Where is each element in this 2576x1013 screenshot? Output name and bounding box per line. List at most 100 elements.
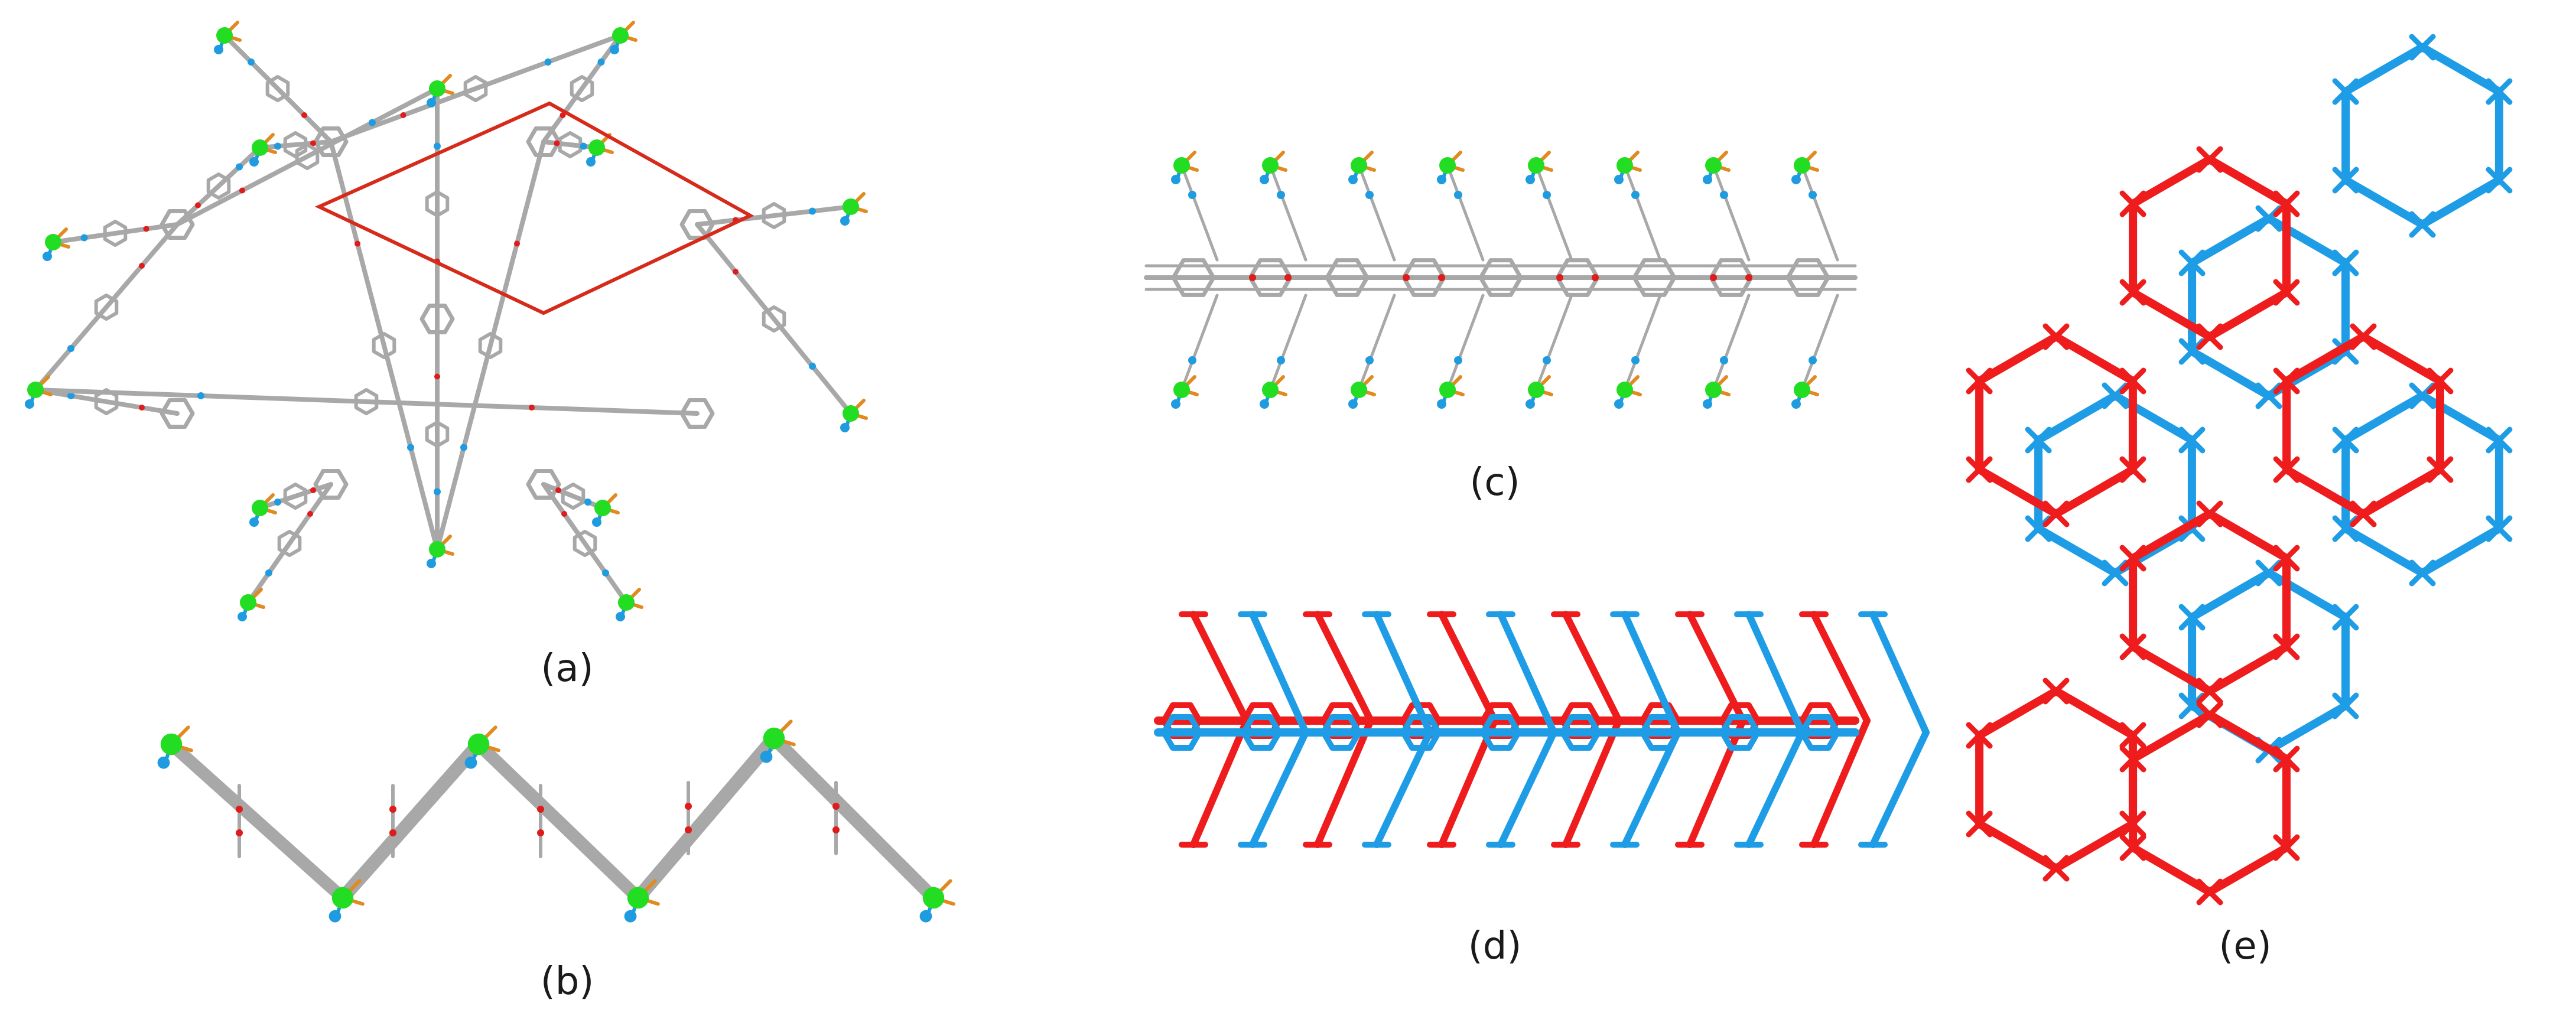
oxygen-atom (143, 226, 149, 232)
metal-atom (252, 500, 268, 516)
vertex-cross (2119, 722, 2146, 749)
metal-atom (1616, 382, 1633, 398)
ligand-arm (1269, 294, 1307, 392)
nitrogen-atom (1454, 191, 1462, 199)
pyridyl-ring (94, 388, 119, 415)
core-ring (313, 469, 349, 500)
pyridyl-ring (295, 143, 320, 170)
nitrogen-atom (157, 756, 170, 769)
nitrogen-atom (1348, 399, 1358, 409)
ligand-strand (470, 742, 633, 900)
nitrogen-atom (1365, 356, 1374, 364)
ligand-strand (776, 737, 939, 900)
vertex-cross (2119, 834, 2146, 861)
nitrogen-atom (616, 612, 625, 621)
nitrogen-atom (25, 399, 34, 409)
ligand-arm (1712, 164, 1751, 262)
metal-atom (160, 733, 183, 755)
oxygen-atom (832, 803, 840, 810)
nitrogen-atom (809, 363, 816, 370)
nitrogen-atom (610, 45, 619, 54)
vertex-cross (1966, 367, 1993, 395)
ligand-arm (33, 222, 180, 392)
red-hexagon (1975, 687, 2137, 872)
vertex-cross (2273, 367, 2300, 395)
nitrogen-atom (1703, 399, 1712, 409)
nitrogen-atom (1614, 175, 1624, 184)
ligand-strand (769, 737, 932, 900)
pyridyl-ring (425, 190, 450, 217)
ligand-strand (337, 742, 477, 900)
ligand-strand (640, 737, 779, 900)
chain-framework (157, 719, 955, 923)
ligand-strand (473, 742, 636, 900)
panel-c-structure (1144, 151, 1858, 409)
ligand-arm (1190, 611, 1250, 724)
ligand-strand (484, 742, 647, 900)
vertex-cross (2409, 559, 2436, 587)
ligand-strand (334, 742, 473, 900)
ligand-arm (328, 139, 440, 552)
vertex-cross (2427, 456, 2454, 483)
metal-atom (588, 139, 605, 156)
oxygen-atom (236, 829, 243, 836)
nitrogen-atom (1703, 175, 1712, 184)
metal-atom (27, 382, 44, 398)
ligand-strand (177, 742, 352, 900)
ligand-arm (695, 222, 853, 416)
ligand-arm (1562, 717, 1622, 848)
aromatic-ring (1785, 258, 1830, 297)
nitrogen-atom (274, 142, 281, 150)
pyridyl-ring (103, 220, 128, 247)
metal-atom (240, 594, 256, 611)
ligand-arm (1686, 611, 1746, 724)
metal-atom (1528, 157, 1544, 174)
pyridyl-ring (94, 294, 119, 321)
channel-framework (1144, 151, 1858, 409)
vertex-cross (2332, 604, 2359, 631)
ligand-arm (1621, 611, 1681, 736)
pyridyl-ring (573, 530, 597, 557)
unit-cell (314, 101, 754, 315)
nitrogen-atom (580, 142, 587, 150)
nitrogen-atom (249, 517, 259, 527)
nitrogen-atom (840, 216, 850, 226)
vertex-cross (2332, 426, 2359, 454)
oxygen-atom (354, 240, 360, 247)
ligand-strand (765, 737, 928, 900)
vertex-cross (2119, 190, 2146, 217)
metal-atom (429, 80, 445, 97)
oxygen-atom (733, 269, 739, 275)
oxygen-atom (239, 187, 245, 194)
pyridyl-ring (478, 332, 503, 359)
oxygen-atom (236, 806, 243, 813)
vertex-cross (2119, 545, 2146, 572)
aromatic-ring (1719, 714, 1761, 751)
nitrogen-atom (1365, 191, 1374, 199)
vertex-cross (2273, 545, 2300, 572)
ligand-arm (1249, 611, 1309, 736)
metal-atom (1351, 382, 1367, 398)
layer-framework (25, 21, 868, 621)
nitrogen-atom (460, 444, 467, 451)
nitrogen-atom (1526, 399, 1535, 409)
nitrogen-atom (43, 252, 52, 261)
nitrogen-atom (1631, 356, 1640, 364)
nitrogen-atom (328, 910, 341, 923)
ligand-arm (1869, 611, 1930, 736)
ligand-strand (636, 737, 776, 900)
oxygen-atom (529, 405, 535, 411)
panel-d-interpenetration-view (1154, 608, 1930, 856)
vertex-cross (2273, 279, 2300, 306)
metal-atom (1705, 157, 1722, 174)
nitrogen-atom (407, 444, 414, 451)
ligand-arm (258, 139, 333, 150)
vertex-cross (2332, 167, 2359, 194)
vertex-cross (2486, 515, 2513, 542)
vertex-cross (2119, 367, 2146, 395)
aromatic-ring (1632, 258, 1677, 297)
metal-atom (1794, 157, 1810, 174)
vertex-cross (2486, 167, 2513, 194)
vertex-cross (2332, 249, 2359, 276)
vertex-cross (2273, 633, 2300, 660)
